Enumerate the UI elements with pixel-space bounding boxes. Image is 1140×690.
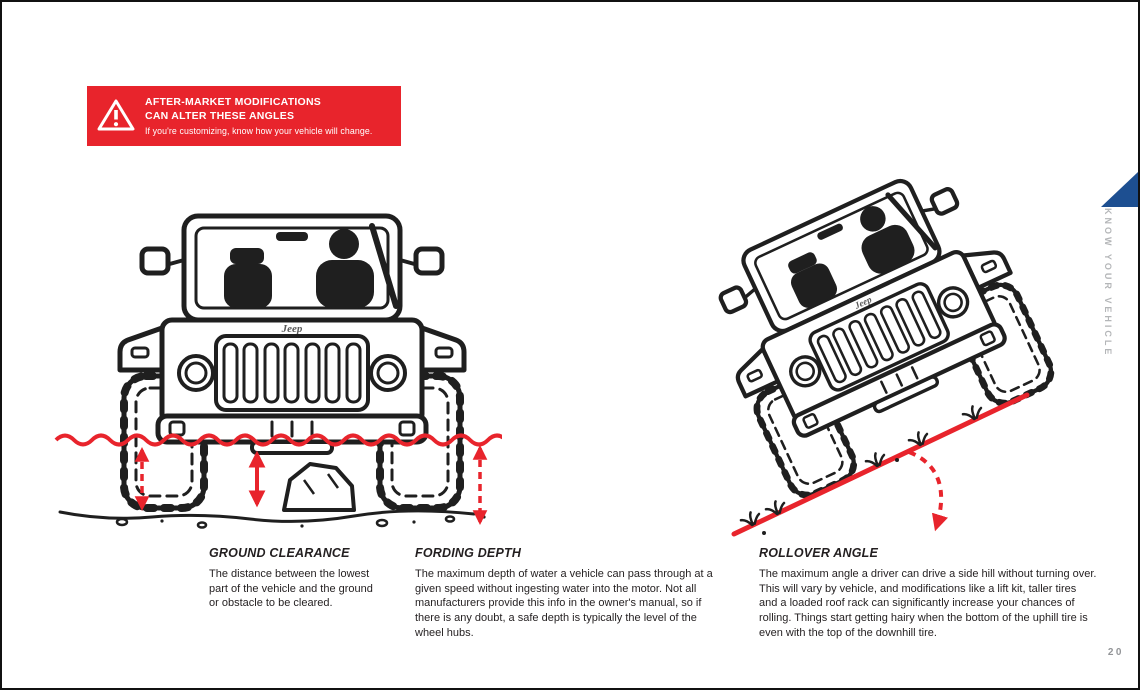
jeep-tilted-view xyxy=(690,162,1060,503)
section-fording-depth: FORDING DEPTH The maximum depth of water… xyxy=(415,546,728,641)
ground-clearance-illustration xyxy=(54,192,502,529)
warning-text: AFTER-MARKET MODIFICATIONS CAN ALTER THE… xyxy=(145,96,401,136)
warning-title-line1: AFTER-MARKET MODIFICATIONS xyxy=(145,95,322,108)
rollover-angle-arc xyxy=(908,450,949,532)
chapter-corner-flag xyxy=(1101,172,1138,207)
warning-triangle-icon xyxy=(87,97,145,135)
warning-title-line2: CAN ALTER THESE ANGLES xyxy=(145,109,295,122)
section-title: ROLLOVER ANGLE xyxy=(759,546,879,560)
section-title: GROUND CLEARANCE xyxy=(209,546,350,560)
section-title: FORDING DEPTH xyxy=(415,546,522,560)
page-number: 20 xyxy=(1107,647,1124,658)
section-body: The maximum depth of water a vehicle can… xyxy=(415,568,713,639)
section-rollover-angle: ROLLOVER ANGLE The maximum angle a drive… xyxy=(759,546,1097,641)
chapter-side-label: KNOW YOUR VEHICLE xyxy=(1103,208,1113,358)
rollover-angle-illustration xyxy=(622,162,1092,537)
ground-line xyxy=(58,509,486,529)
water-line xyxy=(54,433,502,447)
jeep-front-view xyxy=(120,216,464,508)
section-body: The maximum angle a driver can drive a s… xyxy=(759,568,1097,639)
grass xyxy=(738,402,986,535)
section-ground-clearance: GROUND CLEARANCE The distance between th… xyxy=(209,546,383,611)
rock xyxy=(282,462,356,512)
section-body: The distance between the lowest part of … xyxy=(209,568,373,610)
warning-subtitle: If you're customizing, know how your veh… xyxy=(145,126,373,137)
warning-banner: AFTER-MARKET MODIFICATIONS CAN ALTER THE… xyxy=(87,86,401,146)
